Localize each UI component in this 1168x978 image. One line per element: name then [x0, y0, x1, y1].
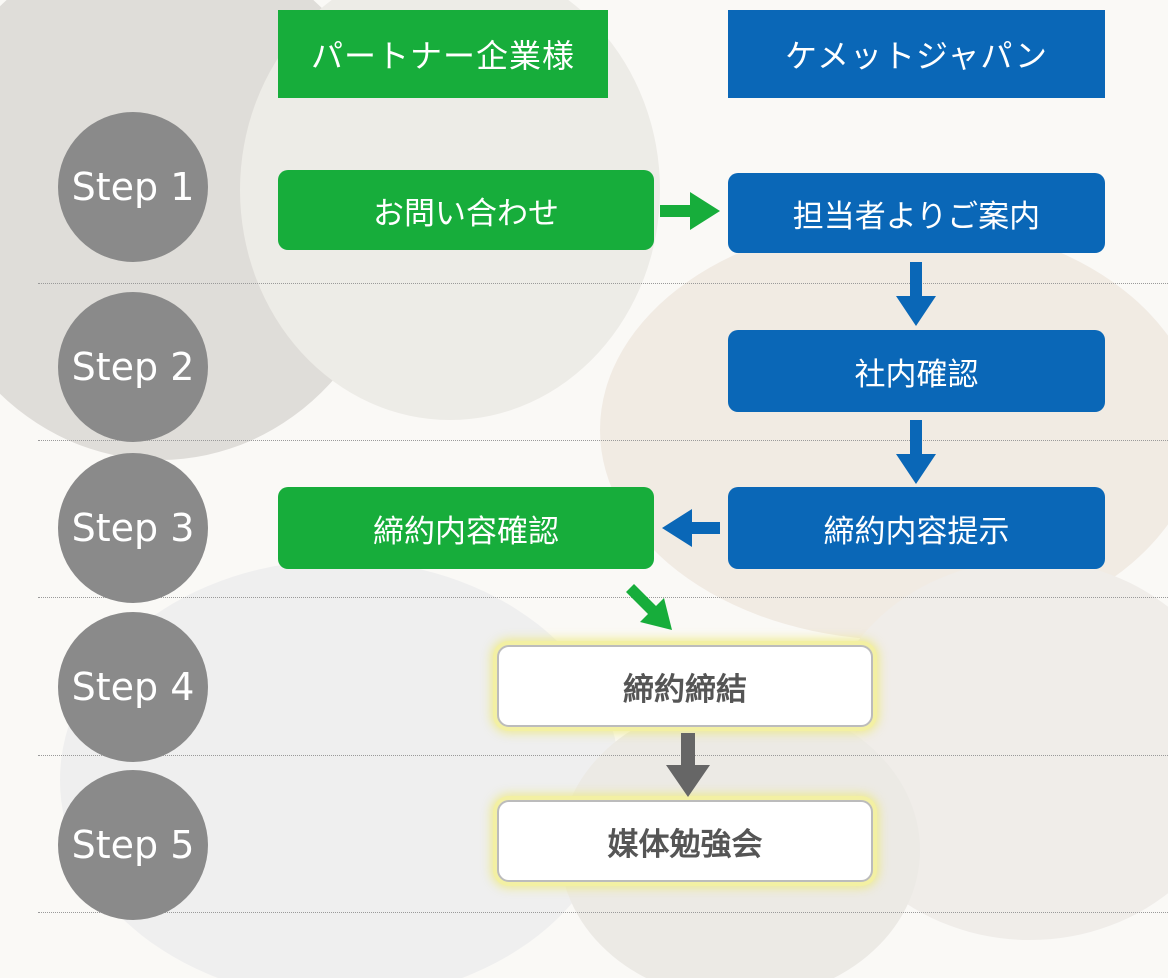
kemet-header: ケメットジャパン	[728, 10, 1105, 98]
step-3-circle: Step 3	[58, 453, 208, 603]
arrow-down-icon	[666, 733, 710, 797]
row-divider	[38, 597, 1168, 598]
step-2-circle: Step 2	[58, 292, 208, 442]
arrow-down-icon	[896, 420, 936, 484]
row-divider	[38, 440, 1168, 441]
row-divider	[38, 283, 1168, 284]
arrow-right-icon	[660, 192, 720, 230]
row-divider	[38, 755, 1168, 756]
partner-header: パートナー企業様	[278, 10, 608, 98]
inquiry-box: お問い合わせ	[278, 170, 654, 250]
contract-sign-box: 締約締結	[497, 645, 873, 727]
arrow-diagonal-icon	[626, 584, 672, 630]
guidance-box: 担当者よりご案内	[728, 173, 1105, 253]
arrow-down-icon	[896, 262, 936, 326]
arrow-left-icon	[662, 509, 720, 547]
media-study-box: 媒体勉強会	[497, 800, 873, 882]
step-1-circle: Step 1	[58, 112, 208, 262]
row-divider	[38, 912, 1168, 913]
step-5-circle: Step 5	[58, 770, 208, 920]
step-4-circle: Step 4	[58, 612, 208, 762]
contract-present-box: 締約内容提示	[728, 487, 1105, 569]
internal-check-box: 社内確認	[728, 330, 1105, 412]
contract-confirm-box: 締約内容確認	[278, 487, 654, 569]
